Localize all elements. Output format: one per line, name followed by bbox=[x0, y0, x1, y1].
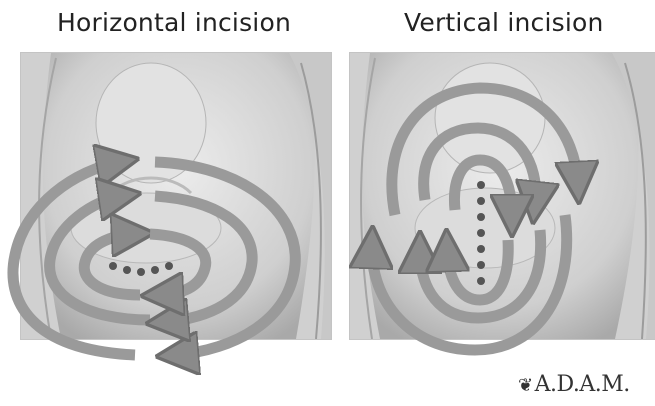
adam-logo-icon: ❦ bbox=[518, 375, 533, 396]
adam-logo: ❦A.D.A.M. bbox=[518, 372, 630, 397]
horizontal-incision-title: Horizontal incision bbox=[57, 8, 291, 37]
vertical-incision-illustration bbox=[349, 52, 655, 340]
adam-logo-text: A.D.A.M. bbox=[535, 372, 630, 397]
abdomen-illustration-right bbox=[350, 53, 655, 339]
horizontal-incision-illustration bbox=[20, 52, 332, 340]
abdomen-illustration-left bbox=[21, 53, 331, 339]
vertical-incision-title: Vertical incision bbox=[404, 8, 604, 37]
